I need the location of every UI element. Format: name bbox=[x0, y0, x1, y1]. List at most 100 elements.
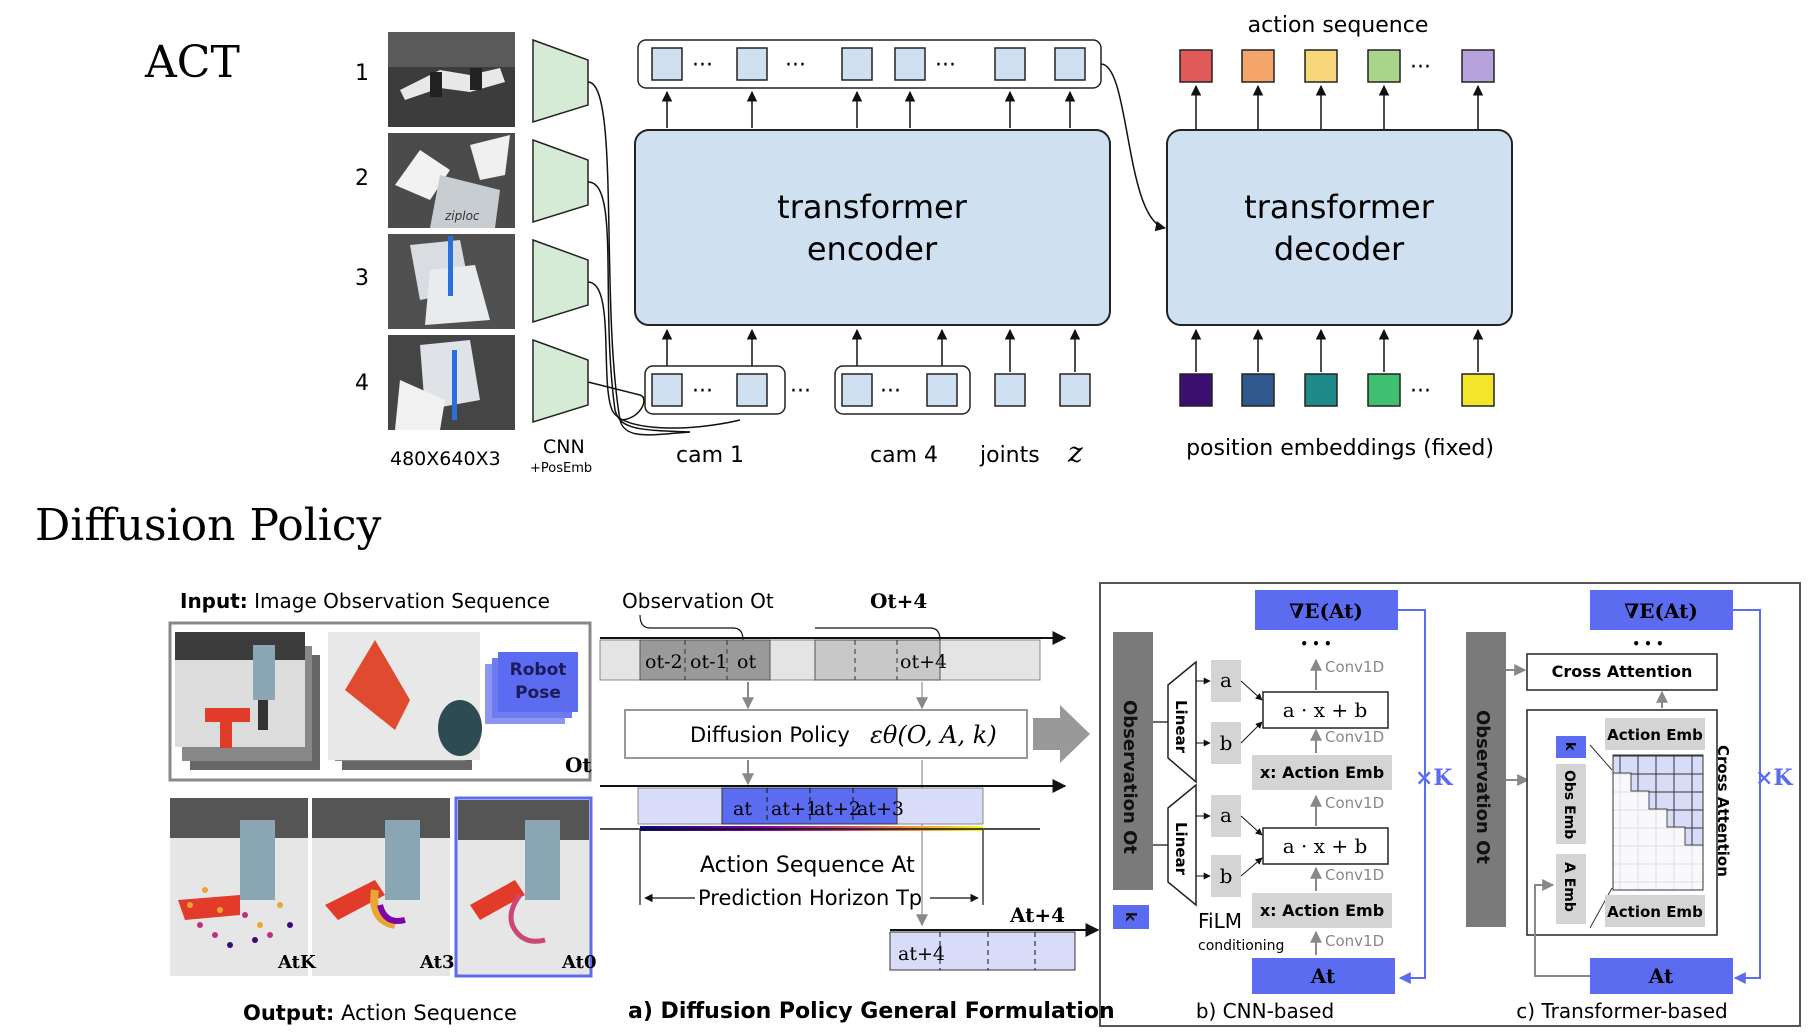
obs-dividers bbox=[684, 640, 898, 680]
obs-t4-cell bbox=[814, 639, 941, 681]
output-image-0 bbox=[454, 796, 593, 978]
encoder-up-arrows bbox=[661, 90, 1076, 128]
encoder-to-decoder-arrow bbox=[1100, 63, 1167, 232]
action-token-3 bbox=[1304, 49, 1338, 83]
at4-cell: at+4 bbox=[898, 943, 945, 965]
conv1d-3: Conv1D bbox=[1325, 794, 1384, 812]
cnn-block-4 bbox=[532, 338, 589, 424]
cross-attention-vertical: Cross Attention bbox=[1714, 745, 1732, 877]
encoder-input-tokens bbox=[651, 373, 1091, 407]
decoder-up-arrows bbox=[1190, 84, 1484, 130]
cnn-blocks bbox=[532, 38, 589, 424]
grid-connector-bottom bbox=[1589, 887, 1613, 929]
observation-image-1 bbox=[175, 632, 320, 770]
camera-number-4: 4 bbox=[355, 371, 369, 396]
svg-text:ziploc: ziploc bbox=[444, 209, 480, 223]
obs-emb-label: Obs Emb bbox=[1561, 770, 1577, 839]
axb-2: a · x + b bbox=[1283, 834, 1368, 858]
pos-dots: ··· bbox=[1410, 379, 1431, 404]
caption-b: b) CNN-based bbox=[1196, 999, 1334, 1023]
conv1d-5: Conv1D bbox=[1325, 932, 1384, 950]
action-token-4 bbox=[1367, 49, 1401, 83]
action-token-1 bbox=[1179, 49, 1213, 83]
conv1d-4: Conv1D bbox=[1325, 866, 1384, 884]
policy-label: Diffusion Policy bbox=[690, 723, 850, 747]
attention-mask bbox=[1612, 755, 1704, 891]
a-emb-label: A Emb bbox=[1561, 862, 1577, 912]
camera-number-2: 2 bbox=[355, 166, 369, 191]
camera-images: ziploc bbox=[388, 32, 515, 430]
tf-at-box bbox=[1590, 958, 1733, 994]
output-bold: Output: bbox=[243, 1001, 334, 1025]
policy-formula: εθ(O, A, k) bbox=[870, 721, 997, 749]
action-dividers bbox=[766, 788, 854, 824]
transformer-decoder bbox=[1166, 129, 1513, 326]
cnn-at-box bbox=[1252, 958, 1395, 994]
cnn-at-label: At bbox=[1310, 964, 1336, 988]
action-emb-top-box bbox=[1605, 718, 1705, 750]
cross-attention-label: Cross Attention bbox=[1552, 662, 1693, 681]
action-tokens bbox=[1179, 49, 1495, 83]
observation-image-2 bbox=[328, 632, 482, 770]
action-emb-bottom-label: Action Emb bbox=[1607, 903, 1703, 921]
enc-in-dots-2: ··· bbox=[790, 379, 811, 404]
action-emb-x-1: x: Action Emb bbox=[1260, 763, 1384, 782]
enc-out-dots-1: ··· bbox=[692, 53, 713, 78]
tf-grad-box bbox=[1590, 590, 1733, 630]
enc-in-dots-1: ··· bbox=[692, 379, 713, 404]
robot-pose-line1: Robot bbox=[510, 660, 567, 680]
o-cell-t4: ot+4 bbox=[900, 651, 947, 673]
camera-number-1: 1 bbox=[355, 61, 369, 86]
tf-vdots: • • • bbox=[1632, 637, 1663, 651]
camera-numbers: 1 2 3 4 bbox=[355, 61, 369, 396]
camera-number-3: 3 bbox=[355, 266, 369, 291]
action-token-5 bbox=[1461, 49, 1495, 83]
linear-label-1: Linear bbox=[1172, 700, 1190, 754]
cnn-k-loop bbox=[1398, 609, 1426, 984]
cnn-connections bbox=[587, 81, 741, 436]
obs-emb-box bbox=[1556, 764, 1586, 844]
camera-image-4 bbox=[388, 335, 515, 430]
o-cell-2: ot-1 bbox=[690, 651, 728, 673]
at4-dividers bbox=[939, 932, 1036, 970]
obs-bracket bbox=[639, 614, 744, 641]
diffusion-policy-box bbox=[624, 709, 1028, 759]
tf-times-k: ×K bbox=[1755, 765, 1793, 791]
at4-bar bbox=[889, 931, 1076, 971]
tf-obs-bar bbox=[1466, 632, 1506, 927]
bc-panel bbox=[1099, 582, 1801, 1027]
cross-attention-box bbox=[1526, 653, 1718, 691]
cnn-film-block-1: Linear a b a · x + b x: Action Emb Conv1… bbox=[1153, 658, 1392, 790]
decoder-input-arrows bbox=[1190, 328, 1484, 372]
encoder-line2: encoder bbox=[807, 230, 938, 268]
conv1d-1: Conv1D bbox=[1325, 658, 1384, 676]
enc-out-dots-2: ··· bbox=[785, 53, 806, 78]
film-b-1: b bbox=[1220, 731, 1233, 755]
cnn-obs-bar bbox=[1113, 632, 1153, 890]
at0-label: At0 bbox=[561, 952, 597, 973]
tf-at-label: At bbox=[1648, 964, 1674, 988]
output-caption: Output: Action Sequence bbox=[243, 1001, 517, 1025]
a-cell-4: at+3 bbox=[857, 798, 904, 820]
action-emb-bottom-box bbox=[1605, 895, 1705, 927]
input-bold: Input: bbox=[180, 589, 248, 613]
o-cell-3: ot bbox=[737, 651, 756, 673]
cnn-label: CNN bbox=[543, 436, 585, 458]
tf-obs-label: Observation Ot bbox=[1472, 710, 1493, 864]
axb-1: a · x + b bbox=[1283, 698, 1368, 722]
input-caption: Input: Image Observation Sequence bbox=[180, 589, 550, 613]
z-label: z bbox=[1067, 436, 1083, 469]
dp-heading: Diffusion Policy bbox=[35, 500, 382, 551]
tf-at-feedback bbox=[1534, 879, 1590, 977]
ot-label: Ot bbox=[565, 753, 592, 777]
grid-connector-top bbox=[1589, 744, 1613, 771]
a-emb-box bbox=[1556, 854, 1586, 924]
output-images bbox=[170, 796, 593, 978]
a-cell-3: at+2 bbox=[814, 798, 861, 820]
encoder-output-tokens bbox=[651, 47, 1086, 81]
camera-image-1 bbox=[388, 32, 515, 127]
cnn-times-k: ×K bbox=[1415, 765, 1453, 791]
joints-label: joints bbox=[979, 443, 1040, 468]
output-image-k bbox=[170, 798, 308, 976]
